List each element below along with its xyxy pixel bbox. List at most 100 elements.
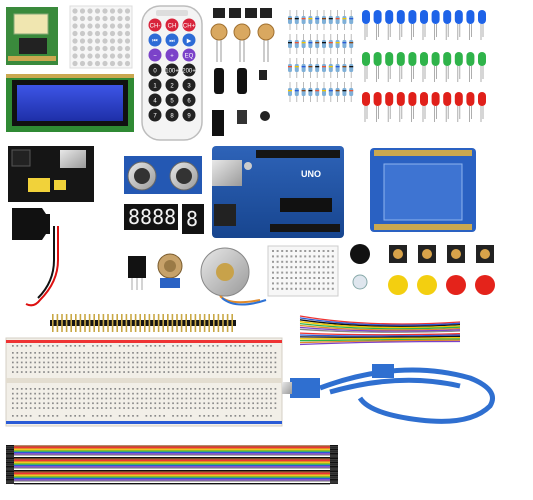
push-buttons — [388, 245, 495, 295]
potentiometer — [157, 253, 183, 288]
resistor — [328, 64, 333, 72]
resistor — [301, 88, 306, 96]
resistor — [328, 88, 333, 96]
led — [373, 92, 382, 106]
dupont-connector — [330, 461, 338, 464]
led — [362, 10, 370, 24]
resistor — [288, 88, 292, 96]
resistor — [328, 16, 333, 24]
resistor — [308, 16, 313, 24]
power-supply-module — [8, 146, 94, 202]
dupont-connector — [6, 467, 14, 469]
resistor — [308, 40, 313, 48]
remote-button-label: 6 — [187, 99, 191, 105]
resistor — [288, 64, 292, 72]
buzzer — [350, 244, 370, 290]
dupont-connector — [330, 476, 338, 478]
dupont-connector — [6, 455, 14, 457]
seven-segment-1-digit: 8 — [182, 204, 204, 234]
resistor — [322, 64, 326, 72]
led — [408, 10, 417, 24]
led — [466, 10, 475, 24]
led — [443, 52, 452, 66]
pin-header-strip — [50, 314, 236, 332]
led — [362, 92, 370, 106]
seven-seg-1-text: 8 — [186, 207, 198, 231]
dupont-connector — [330, 472, 338, 474]
dupont-connector — [6, 458, 14, 460]
led — [420, 52, 428, 66]
led-dot-matrix — [69, 5, 133, 69]
dupont-connector — [330, 459, 338, 461]
dupont-connector — [6, 472, 14, 474]
seven-segment-4-digit: 8888 — [124, 204, 178, 230]
dupont-connector — [330, 473, 338, 475]
resistor — [315, 16, 320, 24]
remote-button-label: 3 — [187, 84, 191, 90]
resistor — [342, 88, 347, 96]
dupont-connector — [6, 459, 14, 461]
dupont-connector — [330, 458, 338, 460]
button-cap — [417, 275, 437, 295]
dupont-connector — [330, 447, 338, 449]
dupont-connector — [6, 461, 14, 464]
resistor — [301, 64, 306, 72]
remote-button-label: 200+ — [182, 69, 196, 75]
dupont-connector — [330, 463, 338, 465]
dupont-connector — [6, 447, 14, 449]
resistor — [322, 16, 326, 24]
dupont-connector — [6, 471, 14, 473]
dupont-connector — [330, 480, 338, 482]
resistor — [308, 88, 313, 96]
resistor — [322, 88, 326, 96]
led — [408, 52, 417, 66]
button-cap — [475, 275, 495, 295]
resistor — [301, 16, 306, 24]
dupont-connector — [6, 452, 14, 454]
resistor — [335, 64, 340, 72]
dupont-connector — [6, 450, 14, 452]
resistor — [288, 40, 292, 48]
resistor — [328, 40, 333, 48]
resistor-set — [288, 10, 354, 102]
dupont-connector — [330, 454, 338, 456]
resistor — [288, 16, 292, 24]
dupont-connector — [6, 456, 14, 458]
led — [385, 52, 394, 66]
dupont-connector — [330, 464, 338, 466]
resistor — [315, 64, 320, 72]
led — [373, 52, 382, 66]
dupont-connector — [330, 469, 338, 471]
resistor — [308, 64, 313, 72]
led — [466, 52, 475, 66]
resistor — [335, 88, 340, 96]
led — [454, 52, 463, 66]
dupont-connector — [330, 452, 338, 454]
button-cap — [388, 275, 408, 295]
battery-clip — [12, 208, 59, 307]
dupont-connector — [6, 454, 14, 456]
dupont-connector — [6, 469, 14, 471]
remote-button-label: ⏭ — [169, 39, 175, 45]
dupont-connector — [330, 482, 338, 484]
led — [420, 92, 428, 106]
remote-button-label: + — [170, 54, 174, 60]
dupont-connector — [6, 451, 14, 453]
dupont-connector — [6, 481, 14, 483]
led — [454, 10, 463, 24]
dupont-connector — [330, 445, 338, 447]
led — [454, 92, 463, 106]
remote-button-label: ⏮ — [152, 39, 158, 45]
dupont-connector — [330, 448, 338, 451]
capacitors — [212, 68, 270, 136]
sensor-headers — [213, 8, 272, 18]
remote-button-label: 7 — [153, 114, 157, 120]
remote-button-label: 0 — [153, 69, 157, 75]
resistor — [294, 64, 299, 72]
dupont-connector — [6, 474, 14, 477]
led — [478, 52, 486, 66]
dupont-connector — [330, 451, 338, 453]
dupont-connector — [6, 460, 14, 462]
stepper-motor — [200, 247, 267, 306]
